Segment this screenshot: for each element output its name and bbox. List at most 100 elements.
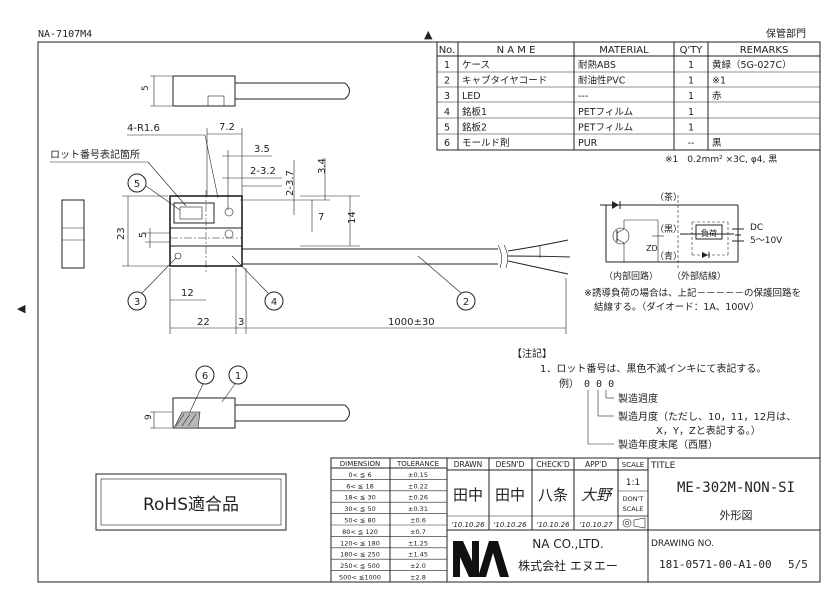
sign-designed: 田中: [495, 486, 525, 504]
dont-scale-1: DON'T: [623, 495, 644, 503]
company-en: NA CO.,LTD.: [532, 537, 603, 551]
dim-3: 3: [238, 317, 244, 328]
drawing-number: 181-0571-00-A1-00: [659, 558, 772, 571]
tol-dimension: 30< ≦ 50: [344, 505, 376, 513]
tol-value: ±2.0: [410, 562, 426, 570]
parts-cell-no: 6: [444, 138, 450, 149]
dim-5-mid: 5: [138, 232, 149, 238]
parts-header-material: MATERIAL: [599, 45, 649, 56]
center-mark: ▲: [424, 28, 433, 41]
parts-cell-material: 耐熱ABS: [578, 59, 616, 71]
circuit-diagram: （茶） （黒） （青） ZD 負荷 DC 5～10V （内部回路） （外部結線）…: [584, 191, 801, 313]
parts-cell-remarks: 黒: [712, 138, 722, 149]
hdr-approved: APP'D: [585, 460, 607, 469]
dim-3.4: 3.4: [317, 158, 328, 174]
tol-value: ±0.31: [408, 505, 428, 513]
title-block: DRAWN DESN'D CHECK'D APP'D SCALE 田中 田中 八…: [446, 457, 821, 583]
parts-cell-material: PUR: [578, 138, 598, 149]
parts-cell-name: キャブタイヤコード: [462, 75, 547, 87]
tol-value: ±0.22: [408, 482, 428, 490]
internal-circuit-label: （内部回路）: [604, 270, 658, 282]
zd-label: ZD: [646, 244, 658, 253]
tol-dimension: 80< ≦ 120: [342, 528, 378, 536]
sheet-number: 5/5: [788, 558, 808, 571]
parts-cell-qty: 1: [688, 91, 694, 102]
sign-drawn: 田中: [453, 486, 483, 504]
dim-4-r1.6: 4-R1.6: [127, 123, 160, 134]
dim-2-3.2: 2-3.2: [250, 166, 276, 177]
parts-cell-qty: 1: [688, 122, 694, 133]
svg-text:5: 5: [134, 179, 140, 190]
tol-dimension: 250< ≦ 500: [340, 562, 380, 570]
inductive-load-note-1: ※誘導負荷の場合は、上記－－－－－の保護回路を: [584, 287, 801, 299]
dc-label: DC: [750, 223, 763, 233]
parts-cell-material: PETフィルム: [578, 107, 633, 118]
svg-text:1: 1: [235, 371, 241, 382]
tol-dimension: 180< ≦ 250: [340, 551, 380, 559]
parts-cell-name: LED: [462, 91, 481, 102]
doc-code: NA-7107M4: [38, 29, 92, 40]
dont-scale-2: SCALE: [623, 505, 644, 513]
sign-approved: 大野: [581, 486, 614, 504]
department-label: 保管部門: [766, 27, 806, 40]
parts-cell-name: モールド剤: [462, 137, 510, 149]
dim-23: 23: [116, 227, 127, 240]
dim-3.5: 3.5: [254, 144, 270, 155]
tol-dimension: 500< ≦1000: [339, 574, 381, 582]
note-month: 製造月度（ただし、10，11，12月は、: [618, 410, 796, 423]
load-label: 負荷: [701, 228, 717, 238]
example-code: 0 0 0: [584, 379, 614, 390]
model-number: ME-302M-NON-SI: [677, 480, 795, 496]
wire-blue: （青）: [655, 250, 682, 262]
parts-cell-no: 4: [444, 107, 450, 118]
dim-12: 12: [181, 288, 194, 299]
balloons: 5 3 4 2 6 1: [127, 173, 476, 417]
svg-text:3: 3: [134, 297, 140, 308]
dim-2-3.7: 2-3.7: [285, 170, 296, 196]
tol-dimension: 120< ≦ 180: [340, 539, 380, 547]
parts-cell-name: 銘板1: [462, 106, 487, 118]
parts-cell-material: ---: [578, 91, 588, 102]
front-view: 4-R1.6 7.2 3.5 2-3.2 2-3.7 3.4 7 14 23: [50, 122, 571, 334]
parts-header-no: No.: [439, 45, 456, 56]
drawing-no-label: DRAWING NO.: [651, 539, 714, 549]
hdr-checked: CHECK'D: [536, 460, 570, 469]
parts-cell-no: 3: [444, 91, 450, 102]
parts-cell-material: PETフィルム: [578, 122, 633, 133]
tol-value: ±0.6: [410, 517, 426, 525]
svg-text:2: 2: [463, 297, 469, 308]
parts-cell-qty: 1: [688, 76, 694, 87]
inductive-load-note-2: 結線する。（ダイオード：1A、100V）: [594, 301, 759, 313]
tol-value: ±1.45: [408, 551, 428, 559]
rohs-label: RoHS適合品: [143, 495, 239, 515]
parts-cell-material: 耐油性PVC: [578, 75, 626, 87]
notes-line-1: 1．ロット番号は、黒色不滅インキにて表記する。: [540, 362, 766, 375]
balloon-3: [127, 291, 147, 311]
hdr-scale: SCALE: [622, 461, 644, 469]
note-year: 製造年度末尾（西暦）: [618, 438, 718, 451]
svg-text:6: 6: [202, 371, 208, 382]
notes-title: 【注記】: [512, 347, 552, 360]
wire-black: （黒）: [655, 224, 682, 235]
dim-1000: 1000±30: [388, 317, 435, 328]
date-approved: '10.10.27: [579, 521, 613, 529]
title-label: TITLE: [650, 461, 676, 471]
parts-cell-remarks: 黄緑（5G-027C）: [712, 59, 792, 71]
parts-cell-no: 1: [444, 60, 450, 71]
company-jp: 株式会社 エヌエー: [518, 558, 618, 573]
drawing-kind: 外形図: [720, 509, 753, 522]
dim-7.2: 7.2: [219, 122, 235, 133]
tol-header-tolerance: TOLERANCE: [396, 460, 439, 468]
balloon-6: [195, 365, 215, 385]
parts-header-qty: Q'TY: [680, 45, 704, 56]
rohs-box: RoHS適合品: [95, 473, 287, 531]
hdr-designed: DESN'D: [496, 460, 525, 469]
wire-brown: （茶）: [655, 191, 682, 203]
note-week: 製造週度: [618, 392, 658, 405]
example-label: 例）: [559, 377, 579, 390]
svg-text:4: 4: [271, 297, 277, 308]
note-month-xyz: X，Y，Zと表記する。）: [656, 424, 761, 437]
parts-cell-qty: --: [688, 138, 695, 149]
